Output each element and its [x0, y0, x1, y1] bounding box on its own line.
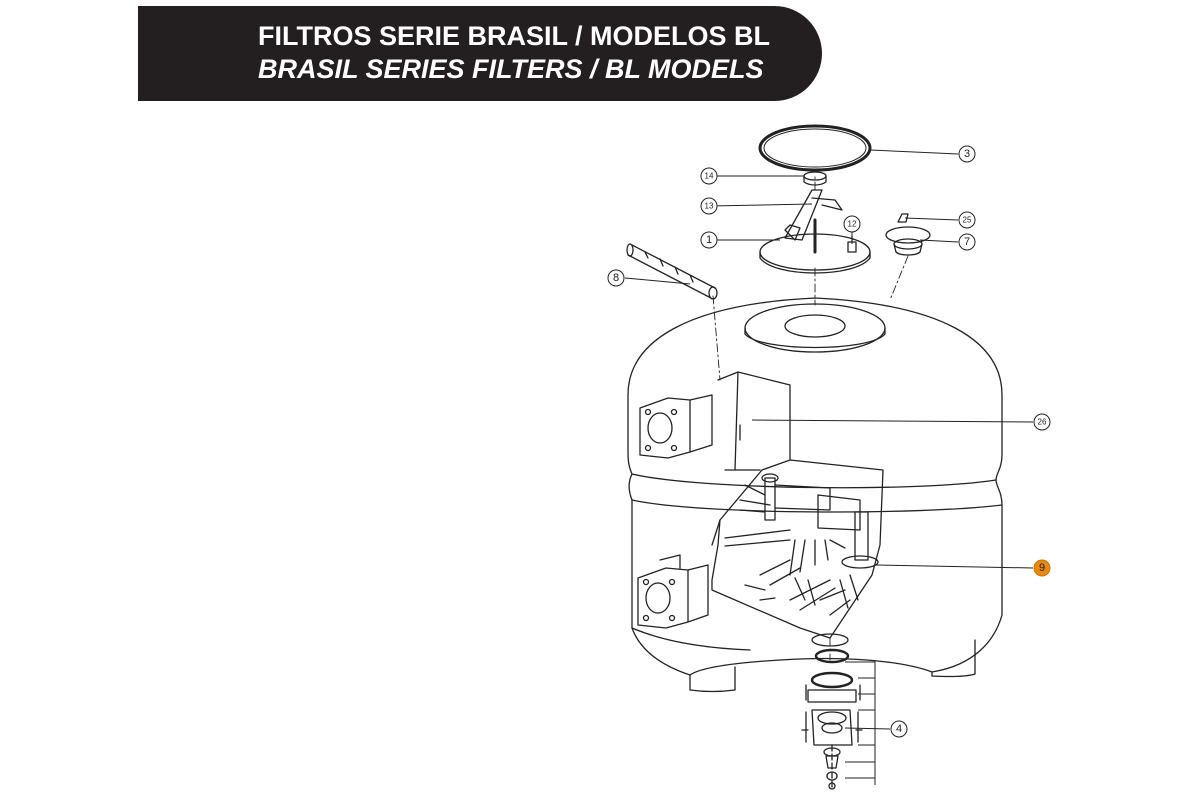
- callout-7-label: 7: [964, 236, 970, 248]
- callout-14-label: 14: [705, 172, 714, 181]
- callout-4-label: 4: [896, 723, 902, 735]
- title-banner: FILTROS SERIE BRASIL / MODELOS BL BRASIL…: [138, 6, 822, 101]
- callout-3: [958, 145, 976, 163]
- drain-assembly: [801, 633, 863, 791]
- callout-4: [890, 720, 908, 738]
- clamp-yoke: [784, 189, 843, 241]
- lower-flange: [637, 554, 709, 629]
- manhole-flange: [744, 303, 886, 353]
- callout-25-label: 25: [963, 216, 972, 225]
- callout-14: [700, 167, 718, 185]
- callout-7: [958, 233, 976, 251]
- callout-8-label: 8: [613, 272, 619, 284]
- callout-26-label: 26: [1038, 418, 1047, 427]
- upper-flange: [639, 394, 713, 459]
- callout-25: [958, 211, 976, 229]
- title-english: BRASIL SERIES FILTERS / BL MODELS: [258, 54, 764, 84]
- callout-1: [700, 231, 718, 249]
- callout-9-label: 9: [1039, 562, 1045, 574]
- callout-12-label: 12: [848, 220, 857, 229]
- callout-13: [700, 197, 718, 215]
- callout-1-label: 1: [706, 234, 712, 246]
- callout-9: [1033, 559, 1051, 577]
- sight-glass: [885, 213, 931, 256]
- callout-26: [1033, 413, 1051, 431]
- tank-body: [627, 297, 1003, 693]
- callout-12: [843, 215, 861, 233]
- pressure-manifold: [626, 243, 718, 300]
- callout-8: [607, 269, 625, 287]
- callout-3-label: 3: [964, 148, 970, 160]
- cutaway-section: [711, 371, 884, 639]
- callout-13-label: 13: [705, 202, 714, 211]
- title-spanish: FILTROS SERIE BRASIL / MODELOS BL: [258, 21, 771, 51]
- o-ring: [758, 124, 872, 172]
